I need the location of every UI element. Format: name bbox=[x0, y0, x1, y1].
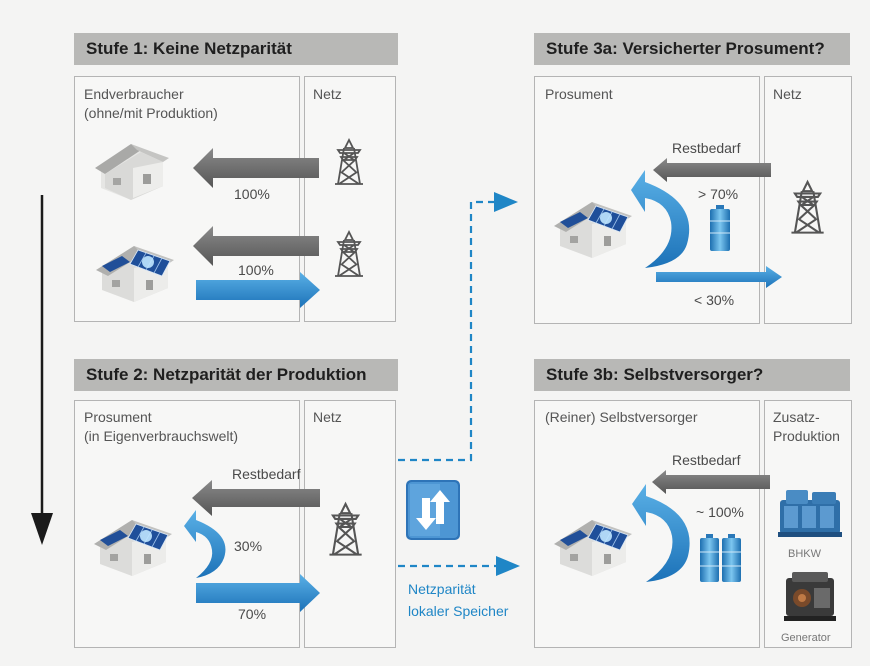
stage3a-restbedarf-label: Restbedarf bbox=[672, 140, 741, 156]
stage3b-selbstversorger-panel bbox=[534, 400, 760, 648]
stage3b-generator-label: Generator bbox=[781, 632, 831, 644]
stage1-flow2-percent: 100% bbox=[238, 262, 274, 278]
center-label-line2: lokaler Speicher bbox=[408, 603, 509, 619]
stage1-consumer-line1: Endverbraucher bbox=[84, 86, 184, 102]
stage3b-bhkw-label: BHKW bbox=[788, 548, 821, 560]
stage3b-bhkw-icon bbox=[778, 490, 842, 537]
stage3a-export-percent: < 30% bbox=[694, 292, 735, 308]
stage2-grid-label: Netz bbox=[313, 409, 342, 425]
stage3a-self-consumption-arrow bbox=[631, 170, 690, 268]
stage3a-prosument-label: Prosument bbox=[545, 86, 613, 102]
stage3b-zusatz-line2: Produktion bbox=[773, 428, 840, 444]
stage2-prosument-line1: Prosument bbox=[84, 409, 152, 425]
stage3a-pylon-icon bbox=[790, 180, 825, 234]
stage1-grid-label: Netz bbox=[313, 86, 342, 102]
stage2-pylon-icon bbox=[328, 502, 363, 556]
stage1-pylon-icon-2 bbox=[334, 231, 364, 277]
stage3b-title: Stufe 3b: Selbstversorger? bbox=[534, 359, 850, 391]
stage1-consumer-label: Endverbraucher (ohne/mit Produktion) bbox=[84, 85, 218, 123]
stage3a-title: Stufe 3a: Versicherter Prosument? bbox=[534, 33, 850, 65]
stage1-grey-arrow-2 bbox=[193, 226, 319, 266]
stage1-pylon-icon-1 bbox=[334, 139, 364, 185]
stage2-self-consumption-arrow bbox=[184, 510, 226, 578]
stage2-restbedarf-label: Restbedarf bbox=[232, 466, 301, 482]
stage2-house-solar-icon bbox=[93, 519, 173, 577]
stage3b-zusatz-line1: Zusatz- bbox=[773, 409, 820, 425]
stage3a-blue-export-arrow bbox=[656, 266, 782, 288]
stage2-grid-panel bbox=[304, 400, 396, 648]
stage1-grey-arrow-1 bbox=[193, 148, 319, 188]
stage2-prosument-label: Prosument (in Eigenverbrauchswelt) bbox=[84, 408, 238, 446]
stage3a-battery-icon bbox=[710, 205, 730, 251]
stage3b-selbstversorger-label: (Reiner) Selbstversorger bbox=[545, 409, 698, 425]
stage1-grid-panel bbox=[304, 76, 396, 322]
stage2-restbedarf-arrow bbox=[192, 480, 320, 516]
transition-dashed-arrows bbox=[398, 192, 520, 576]
stage2-prosument-line2: (in Eigenverbrauchswelt) bbox=[84, 428, 239, 444]
stage3a-self-percent: > 70% bbox=[698, 186, 739, 202]
stage1-title: Stufe 1: Keine Netzparität bbox=[74, 33, 398, 65]
stage1-consumer-line2: (ohne/mit Produktion) bbox=[84, 105, 218, 121]
stage1-flow1-percent: 100% bbox=[234, 186, 270, 202]
center-label-line1: Netzparität bbox=[408, 581, 476, 597]
stage3b-restbedarf-label: Restbedarf bbox=[672, 452, 741, 468]
stage3a-restbedarf-arrow bbox=[653, 158, 771, 182]
stage3b-self-consumption-arrow bbox=[632, 484, 690, 582]
stage3b-restbedarf-arrow bbox=[652, 470, 770, 494]
stage-progression-arrow bbox=[31, 195, 53, 545]
center-transition-label: Netzparität lokaler Speicher bbox=[408, 578, 508, 622]
stage3b-zusatz-label: Zusatz- Produktion bbox=[773, 408, 840, 446]
stage2-blue-export-arrow bbox=[196, 574, 320, 612]
stage1-house-solar-icon bbox=[95, 245, 175, 303]
stage2-export-percent: 70% bbox=[238, 606, 267, 622]
stage3b-self-percent: ~ 100% bbox=[696, 504, 744, 520]
stage3b-generator-icon bbox=[784, 572, 836, 621]
stage1-blue-arrow bbox=[196, 272, 320, 308]
stage3b-battery-icon bbox=[700, 534, 741, 582]
stage1-house-plain-icon bbox=[95, 144, 169, 200]
stage2-title: Stufe 2: Netzparität der Produktion bbox=[74, 359, 398, 391]
stage2-self-percent: 30% bbox=[234, 538, 263, 554]
storage-exchange-icon bbox=[406, 480, 460, 540]
stage3a-grid-label: Netz bbox=[773, 86, 802, 102]
stage3a-prosument-panel bbox=[534, 76, 760, 324]
